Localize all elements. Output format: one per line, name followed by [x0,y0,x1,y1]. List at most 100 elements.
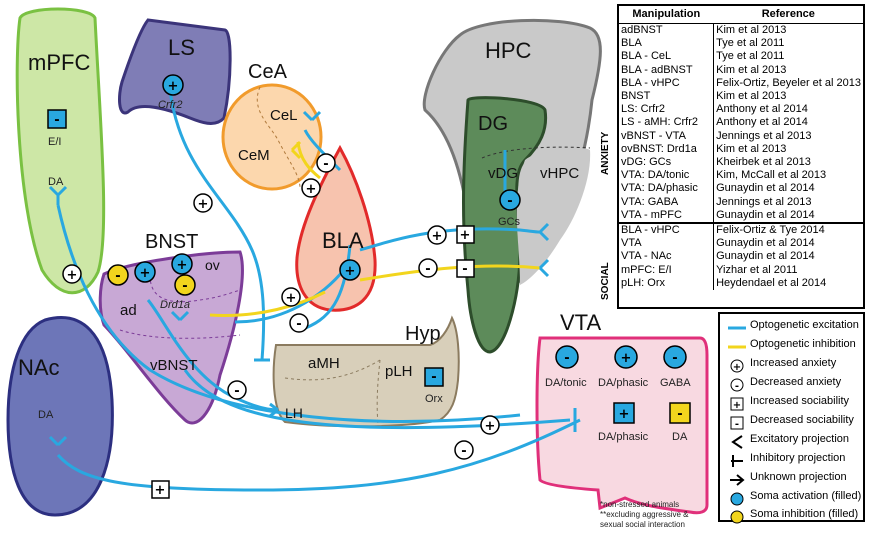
manipulation-cell: VTA - mPFC [619,208,715,224]
ei-label: E/I [48,136,61,148]
bla-soma-glyph: + [345,264,356,279]
reference-cell: Felix-Ortiz & Tye 2014 [713,222,863,238]
col-reference-header: Reference [713,6,863,24]
reference-cell: Heydendael et al 2014 [716,276,827,289]
hyp-region [272,315,460,428]
plus-circle-icon: + [728,359,746,373]
vta-da-glyph: - [677,407,682,422]
manipulation-cell: VTA: GABA [619,195,715,209]
reference-cell: Gunaydin et al 2014 [716,182,815,195]
vta-datonic-label: DA/tonic [545,377,587,389]
reference-cell: Felix-Ortiz, Beyeler et al 2013 [716,76,861,89]
vhpc-anxiety-effect: + [432,229,443,244]
ov-label: ov [205,257,220,273]
mpfc-soma-glyph: - [54,113,59,128]
vta-da-label: DA [672,431,688,443]
vta-daphasic-glyph: + [621,351,632,366]
manipulation-cell: vBNST - VTA [619,129,715,143]
legend-inhibitory: Inhibitory projection [750,452,846,464]
manipulation-cell: BLA - adBNST [619,63,715,77]
ad-label: ad [120,302,137,319]
bnst-ov-soma-glyph: + [177,258,188,273]
manipulation-cell: BNST [619,90,715,104]
manipulation-cell: LS: Crfr2 [619,103,715,117]
cea-divider [256,86,301,189]
orx-soma-glyph: - [431,370,436,385]
yellow-end-cea [290,140,302,160]
inhibition-paths [209,141,541,317]
gcs-label: GCs [498,216,521,228]
vhpc-anxiety-effect-2: - [425,262,430,277]
svg-text:+: + [733,362,741,373]
projection-ends [48,110,577,447]
manipulation-cell: BLA [619,37,715,51]
vta-daphasic-label: DA/phasic [598,377,649,389]
ls-path-effect: + [198,197,209,212]
bnst-soma-glyph: + [140,266,151,281]
vta-region [535,336,709,515]
ls-label: LS [168,35,195,60]
vdg-soma-glyph: - [507,194,512,209]
vdg-divider [481,146,591,159]
reference-cell: Kim et al 2013 [716,63,787,76]
mpfc-label: mPFC [28,50,90,75]
vta-daphasic2-glyph: + [619,407,630,422]
manipulation-cell: VTA: DA/phasic [619,182,715,196]
minus-square-icon: - [728,416,746,430]
plh-label: pLH [385,363,413,380]
nac-region [6,316,114,517]
reference-cell: Kim et al 2013 [716,142,787,155]
reference-cell: Tye et al 2011 [716,37,785,50]
manipulation-cell: BLA - vHPC [619,76,715,91]
legend: Optogenetic excitation Optogenetic inhib… [718,312,865,524]
da-nac-label: DA [38,409,54,421]
vta-datonic-glyph: - [564,351,569,366]
svg-text:-: - [735,381,739,392]
crfr2-label: Crfr2 [158,99,182,111]
legend-decreased-anxiety: Decreased anxiety [750,376,842,388]
nac-label: NAc [18,355,60,380]
soma-activation-icon [728,492,746,506]
effect-markers [62,153,500,499]
cem-label: CeM [238,147,270,164]
legend-excitation: Optogenetic excitation [750,319,859,331]
svg-text:+: + [733,400,741,411]
excitation-legend-icon [728,321,746,335]
bnst-path-effect-minus: - [296,317,301,332]
mpfc-region [15,7,106,295]
manipulation-cell: pLH: Orx [619,276,715,291]
cel-path-effect: - [323,157,328,172]
reference-cell: Kim, McCall et al 2013 [716,169,827,182]
reference-cell: Kim et al 2013 [716,24,787,36]
reference-cell: Tye et al 2011 [716,50,785,63]
svg-text:-: - [735,419,739,430]
reference-cell: Gunaydin et al 2014 [716,237,815,250]
manipulation-cell: LS - aMH: Crfr2 [619,116,715,130]
inhibitory-projection-icon [728,454,746,468]
cea-label: CeA [248,61,288,83]
anxiety-side-label: ANXIETY [600,131,611,175]
vta-path-effect-minus: - [461,444,466,459]
manipulation-cell: adBNST [619,23,715,38]
bla-label: BLA [322,228,364,253]
vta-label: VTA [560,310,601,335]
reference-cell: Gunaydin et al 2014 [716,208,815,221]
vhpc-region [516,147,591,285]
soma-markers [47,74,691,424]
